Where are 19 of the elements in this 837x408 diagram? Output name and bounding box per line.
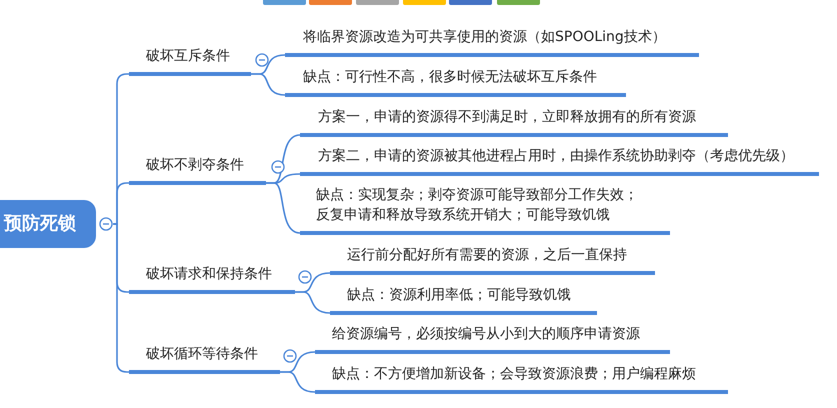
connector-line [251,73,286,96]
leaf-topic: 方案二，申请的资源被其他进程占用时，由操作系统协助剥夺（考虑优先级） [300,146,819,176]
leaf-topic: 缺点：可行性不高，很多时候无法破坏互斥条件 [285,67,626,97]
branch-topic: 破坏不剥夺条件 [129,155,266,185]
connector-line [295,291,330,314]
branch-topic: 破坏循环等待条件 [129,344,280,374]
connector-line [113,182,129,225]
root-topic-box: 预防死锁 [0,200,96,248]
connector-line [266,182,300,234]
leaf-topic: 给资源编号，必须按编号从小到大的顺序申请资源 [315,324,670,354]
connector-line [280,371,316,393]
leaf-topic: 运行前分配好所有需要的资源，之后一直保持 [330,245,655,275]
leaf-topic: 方案一，申请的资源得不到满足时，立即释放拥有的所有资源 [300,107,728,137]
leaf-topic: 缺点：实现复杂；剥夺资源可能导致部分工作失效；反复申请和释放导致系统开销大；可能导致饥饿 [300,185,670,235]
branch-topic: 破坏请求和保持条件 [129,264,295,294]
leaf-topic: 将临界资源改造为可共享使用的资源（如SPOOLing技术） [285,27,699,57]
leaf-topic: 缺点：资源利用率低；可能导致饥饿 [330,285,597,315]
branch-topic: 破坏互斥条件 [129,46,251,76]
leaf-topic: 缺点：不方便增加新设备；会导致资源浪费；用户编程麻烦 [315,364,728,394]
